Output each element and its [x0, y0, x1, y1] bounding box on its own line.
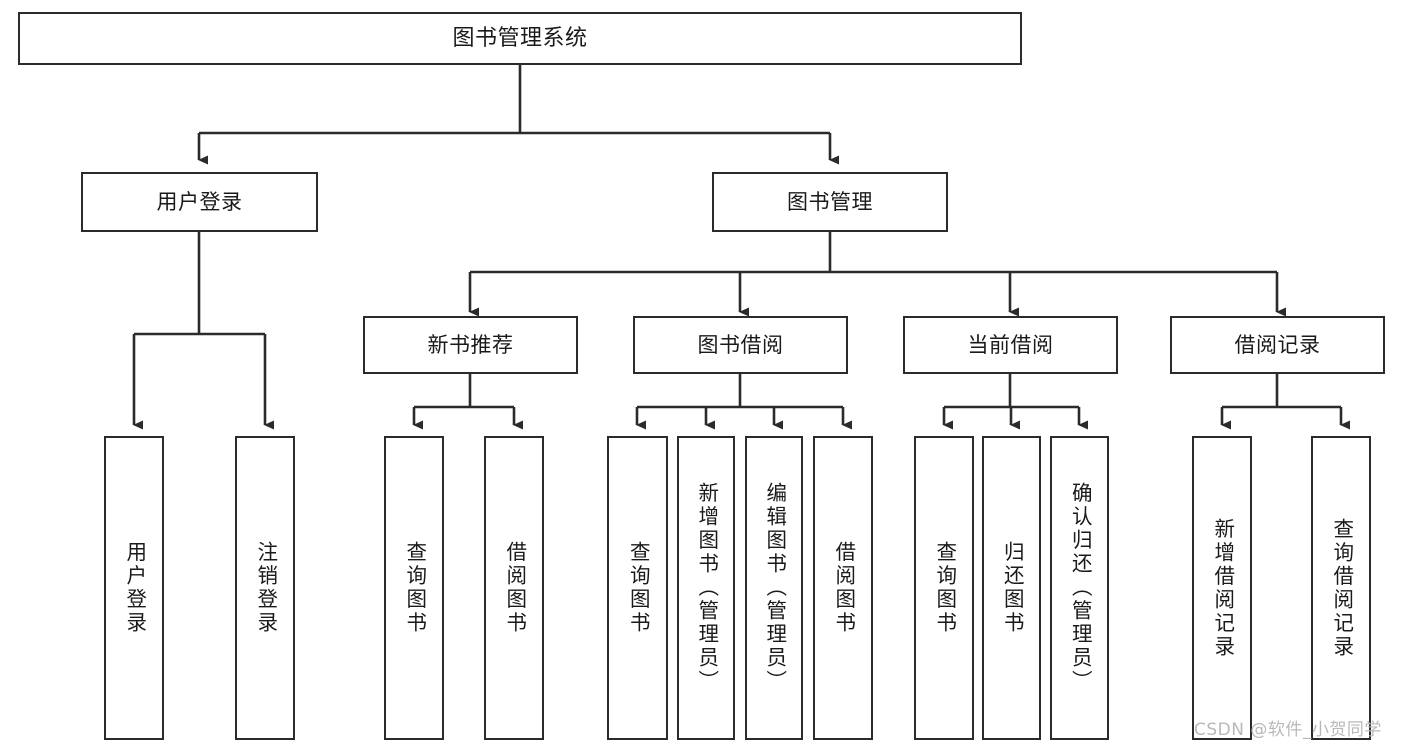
leaf-borrow-add-book-admin[interactable]: 新增图书（管理员）: [677, 436, 735, 740]
node-label: 借阅图书: [502, 541, 527, 635]
node-book-borrowing[interactable]: 图书借阅: [633, 316, 848, 374]
leaf-borrow-edit-book-admin[interactable]: 编辑图书（管理员）: [745, 436, 803, 740]
leaf-current-confirm-return-admin[interactable]: 确认归还（管理员）: [1050, 436, 1109, 740]
node-root-book-management-system[interactable]: 图书管理系统: [18, 12, 1022, 65]
leaf-borrow-borrow-book[interactable]: 借阅图书: [813, 436, 873, 740]
leaf-new-book-borrow-book[interactable]: 借阅图书: [484, 436, 544, 740]
leaf-borrow-query-book[interactable]: 查询图书: [607, 436, 668, 740]
node-label: 确认归还（管理员）: [1068, 482, 1093, 694]
node-label: 注销登录: [253, 541, 278, 635]
node-label: 编辑图书（管理员）: [762, 482, 787, 694]
node-label: 查询图书: [932, 541, 957, 635]
leaf-current-return-book[interactable]: 归还图书: [982, 436, 1041, 740]
leaf-record-add-borrow-record[interactable]: 新增借阅记录: [1192, 436, 1252, 740]
leaf-record-query-borrow-record[interactable]: 查询借阅记录: [1311, 436, 1371, 740]
leaf-user-login-logout[interactable]: 注销登录: [235, 436, 295, 740]
leaf-user-login-login[interactable]: 用户登录: [104, 436, 164, 740]
node-label: 用户登录: [156, 189, 243, 214]
node-label: 新增图书（管理员）: [694, 482, 719, 694]
node-label: 查询图书: [402, 541, 427, 635]
node-label: 新增借阅记录: [1210, 517, 1235, 659]
leaf-current-query-book[interactable]: 查询图书: [914, 436, 974, 740]
node-current-borrowing[interactable]: 当前借阅: [903, 316, 1118, 374]
node-label: 新书推荐: [427, 332, 514, 357]
node-label: 查询图书: [626, 541, 651, 635]
node-label: 借阅图书: [831, 541, 856, 635]
node-label: 查询借阅记录: [1329, 517, 1354, 659]
csdn-watermark: CSDN @软件_小贺同学: [1194, 720, 1382, 740]
node-book-management[interactable]: 图书管理: [712, 172, 948, 232]
node-label: 归还图书: [1000, 541, 1025, 635]
node-label: 借阅记录: [1234, 332, 1321, 357]
node-label: 图书管理: [787, 189, 873, 214]
node-label: 图书管理系统: [452, 25, 588, 51]
node-label: 用户登录: [122, 541, 147, 635]
node-label: 当前借阅: [967, 332, 1054, 357]
node-user-login[interactable]: 用户登录: [81, 172, 318, 232]
leaf-new-book-query-book[interactable]: 查询图书: [384, 436, 444, 740]
node-new-book-recommendation[interactable]: 新书推荐: [363, 316, 578, 374]
node-label: 图书借阅: [697, 332, 784, 357]
node-borrowing-records[interactable]: 借阅记录: [1170, 316, 1385, 374]
